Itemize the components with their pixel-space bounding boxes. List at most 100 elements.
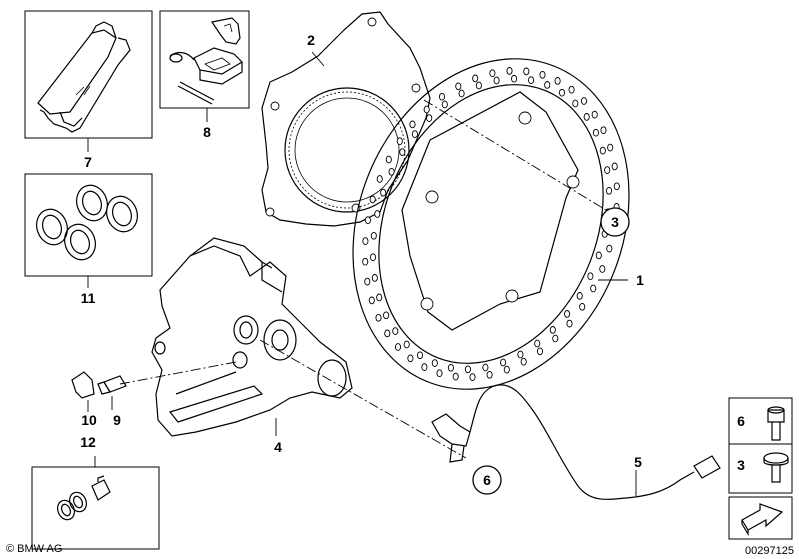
disc-hole [396,137,403,146]
disc-hole [409,120,416,129]
disc-hole [604,166,611,174]
disc-hole [411,130,418,138]
retainer-spring-illustration [169,17,243,105]
pad-retainer-box [159,10,250,109]
callout-6: 6 [483,472,491,488]
disc-hole [520,357,527,366]
disc-hole [431,359,438,367]
repair-kit-box [31,466,160,550]
disc-hole [469,373,476,381]
callout-3: 3 [611,214,619,230]
disc-hole [388,167,395,176]
copyright-label: © BMW AG [6,543,62,555]
legend-top-number: 6 [737,413,745,429]
callout-12: 12 [80,434,96,450]
disc-hole [376,175,383,183]
socket-head-screw-icon [767,406,785,441]
callout-7: 7 [84,154,92,170]
disc-hole [564,310,571,318]
legend-bottom-number: 3 [737,457,745,473]
disc-hole [554,77,561,85]
disc-hole [370,231,377,240]
disc-hole [376,293,383,302]
disc-hole [528,76,535,85]
disc-hole [568,85,575,94]
disc-hole [486,370,493,379]
disc-hole [558,88,566,97]
abs-sensor-illustration [431,384,721,500]
disc-hole [591,110,598,119]
callout-9: 9 [113,412,121,428]
disc-hole [544,81,551,89]
disc-hole [536,347,544,356]
disc-hole [436,369,443,378]
disc-hole [371,274,378,282]
disc-hole [426,114,433,122]
disc-hole [399,148,406,156]
disc-hole [613,182,620,191]
disc-hole [572,99,579,108]
disc-hole [552,334,559,343]
disc-hole [380,188,387,197]
disc-hole [600,126,607,135]
callout-10: 10 [81,412,97,428]
disc-hole [580,97,588,105]
callout-1: 1 [636,272,644,288]
disc-hole [599,146,606,155]
disc-hole [394,343,402,351]
disc-hole [587,272,594,281]
disc-hole [583,113,590,121]
disc-perforation-holes [362,67,620,381]
callout-4: 4 [274,439,282,455]
disc-hole [607,143,614,152]
disc-hole [539,70,546,79]
disc-hole [375,313,382,322]
disc-hole [592,128,599,137]
disc-hole [464,365,471,374]
repair-kit-illustration [57,475,111,521]
disc-hole [364,216,371,225]
callout-11: 11 [81,290,96,306]
disc-hole [576,292,583,300]
screw-legend: 6 3 [728,397,793,494]
disc-hole [384,329,391,338]
bleed-valve-illustration [97,375,127,395]
bleed-cap-illustration [71,371,95,399]
callout-8: 8 [203,124,211,140]
disc-hole [566,319,573,328]
disc-hole [500,358,507,367]
disc-hole [362,237,369,245]
disc-hole [369,253,377,262]
seal-kit-box [24,173,153,277]
disc-hole [452,372,459,381]
disc-hole [423,105,430,114]
disc-hole [392,327,399,335]
disc-hole [472,74,479,83]
orientation-arrow-box [728,496,793,540]
callout-6-circle [472,465,502,495]
disc-hole [493,76,500,85]
disc-hole [403,340,410,349]
disc-hole [506,67,513,75]
disc-hole [364,277,371,286]
disc-hole [407,354,414,363]
disc-hole [369,195,376,204]
brake-pad-illustration [37,21,131,133]
disc-hole [447,363,454,372]
disc-hole [534,339,541,348]
disc-hole [383,311,390,320]
callout-5: 5 [634,454,642,470]
disc-hole [611,162,618,171]
disc-hole [503,365,510,374]
disc-hole [606,244,613,253]
disc-hole [455,82,462,91]
callout-2: 2 [307,32,315,48]
disc-hole [517,350,524,359]
disc-hole [579,302,586,311]
brake-caliper-illustration [151,237,353,437]
disc-hole [438,92,446,101]
disc-hole [482,363,489,372]
disc-hole [511,74,518,83]
abs-sensor-ring-illustration [261,11,431,227]
